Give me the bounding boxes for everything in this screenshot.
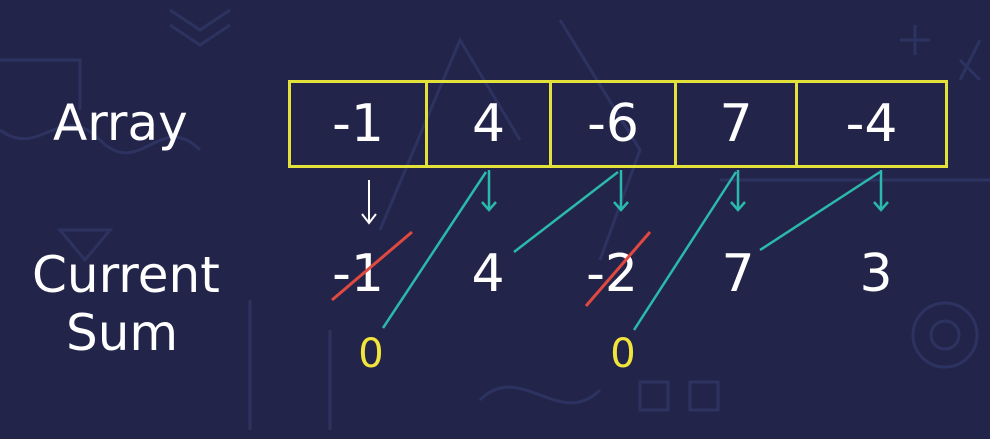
connector-line — [513, 171, 619, 253]
reset-zero: 0 — [610, 331, 636, 377]
current-sum-value: 4 — [471, 244, 505, 304]
teal-down-arrow-icon — [873, 170, 889, 212]
array-cell: -6 — [552, 80, 677, 168]
array-cell: -1 — [288, 80, 428, 168]
strike-line — [331, 230, 413, 302]
down-arrow-icon — [361, 180, 377, 225]
current-sum-value: 7 — [721, 244, 755, 304]
reset-zero: 0 — [358, 331, 384, 377]
array-label: Array — [53, 94, 188, 152]
array-cell: 7 — [677, 80, 798, 168]
teal-down-arrow-icon — [481, 170, 497, 212]
strike-line — [584, 231, 652, 307]
teal-down-arrow-icon — [730, 170, 746, 212]
array-cell: 4 — [428, 80, 552, 168]
array-cell: -4 — [798, 80, 948, 168]
teal-down-arrow-icon — [613, 170, 629, 212]
connector-line — [381, 171, 488, 329]
connector-line — [632, 171, 738, 331]
current-sum-label-line2: Sum — [66, 304, 179, 362]
current-sum-label-line1: Current — [32, 246, 220, 304]
connector-line — [759, 170, 881, 252]
current-sum-value: 3 — [859, 244, 893, 304]
